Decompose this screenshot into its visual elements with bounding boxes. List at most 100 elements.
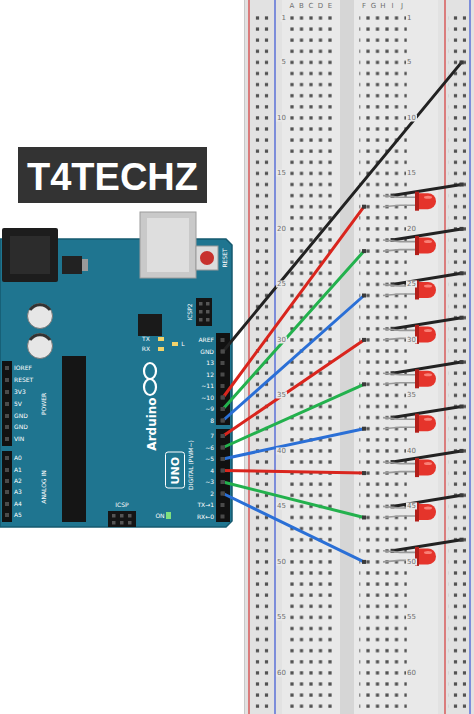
- led: [383, 294, 416, 296]
- led: [383, 383, 416, 385]
- led: [383, 205, 416, 207]
- pin-name: ~11: [201, 383, 214, 389]
- pin-name: ~6: [205, 445, 214, 451]
- arduino-board: [158, 337, 164, 341]
- breadboard: [248, 0, 249, 714]
- breadboard: [438, 0, 474, 714]
- wire-end: [362, 294, 366, 298]
- pin-name: GND: [200, 349, 214, 355]
- led: [419, 504, 436, 520]
- arduino-board: [30, 335, 50, 340]
- signal-wire: [223, 494, 364, 562]
- wire-end: [221, 350, 225, 354]
- header-pins: [221, 419, 225, 423]
- breadboard: [340, 0, 354, 714]
- led: [383, 551, 416, 553]
- led: [383, 462, 416, 464]
- header-pins: [221, 361, 225, 365]
- wire-end: [362, 382, 366, 386]
- led: [419, 238, 436, 254]
- arduino-board: [172, 342, 178, 346]
- pin-name: 7: [210, 433, 214, 439]
- header-pins: [199, 310, 203, 314]
- jumper-wire: [221, 60, 464, 564]
- header-pins: [5, 302, 225, 525]
- header-pins: [5, 366, 9, 370]
- arduino-board: [144, 363, 156, 379]
- arduino-board: [166, 512, 171, 519]
- led: [383, 329, 416, 331]
- wire-end: [460, 227, 464, 231]
- row-number: 15: [276, 170, 287, 177]
- wire-end: [460, 60, 464, 64]
- wire-end: [460, 405, 464, 409]
- header-pins: [5, 378, 9, 382]
- row-number: 30: [276, 336, 287, 343]
- header-pins: [5, 502, 9, 506]
- column-letter: J: [401, 3, 403, 10]
- board-label: RESET: [222, 248, 228, 267]
- board-label: ICSP2: [187, 303, 193, 320]
- arduino-board: [28, 304, 53, 329]
- row-number: 25: [276, 281, 287, 288]
- led: [419, 548, 436, 564]
- led: [383, 250, 416, 252]
- led: [383, 192, 436, 211]
- header-pins: [221, 373, 225, 377]
- arduino-board: [2, 361, 12, 446]
- arduino-board: [196, 246, 218, 270]
- led: [419, 460, 436, 476]
- header-pins: [199, 318, 203, 322]
- row-number: 45: [276, 503, 287, 510]
- signal-wire: [223, 296, 364, 421]
- signal-wire: [223, 207, 364, 398]
- led: [419, 415, 436, 431]
- header-pins: [206, 302, 210, 306]
- signal-wire: [223, 471, 364, 474]
- arduino-board: [30, 305, 50, 310]
- led: [383, 516, 416, 518]
- arduino-board: [158, 347, 164, 351]
- pin-name: A1: [14, 467, 22, 473]
- led: [383, 427, 416, 429]
- column-letter: I: [391, 3, 393, 10]
- arduino-board: [82, 259, 88, 271]
- header-pins: [221, 492, 225, 496]
- led: [383, 503, 436, 522]
- led-label: ON: [155, 513, 164, 519]
- column-letter: G: [371, 3, 376, 10]
- wire-end: [460, 316, 464, 320]
- led-label: TX: [142, 336, 150, 342]
- signal-wire: [223, 429, 364, 459]
- header-pins: [128, 514, 132, 518]
- header-pins: [206, 318, 210, 322]
- led: [419, 282, 436, 298]
- row-number: 60: [276, 669, 287, 676]
- header-pins: [5, 468, 9, 472]
- row-number: 40: [406, 447, 417, 454]
- header-title: ANALOG IN: [41, 470, 47, 503]
- arduino-board: [62, 256, 82, 274]
- led: [383, 240, 416, 242]
- arduino-board: [138, 314, 162, 336]
- node-text: UNO: [170, 457, 181, 485]
- pin-name: 8: [210, 418, 214, 424]
- led: [383, 472, 416, 474]
- led: [424, 551, 432, 554]
- arduino-board: [28, 334, 53, 359]
- header-pins: [221, 515, 225, 519]
- header-pins: [112, 514, 116, 518]
- led: [424, 507, 432, 510]
- brand-name: Arduino: [146, 397, 158, 450]
- row-number: 1: [406, 15, 412, 22]
- row-number: 15: [406, 170, 417, 177]
- row-number: 20: [406, 225, 417, 232]
- header-title: ICSP: [115, 502, 128, 508]
- wire-end: [460, 493, 464, 497]
- watermark-box: T4TECHZ: [18, 147, 207, 203]
- header-pins: [221, 350, 225, 354]
- breadboard: [274, 0, 275, 714]
- pin-name: GND: [14, 413, 28, 419]
- header-title: DIGITAL (PWM~): [188, 440, 194, 490]
